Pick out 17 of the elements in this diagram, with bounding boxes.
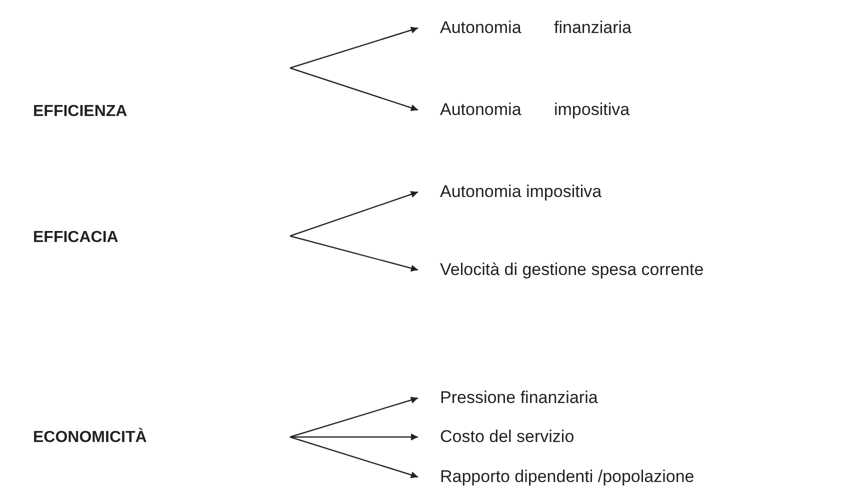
indicator-label: Autonomia impositiva — [440, 182, 602, 202]
indicator-label: Pressione finanziaria — [440, 388, 598, 408]
arrow — [290, 434, 418, 440]
indicator-label: Costo del servizio — [440, 427, 574, 447]
arrow — [290, 396, 418, 438]
arrow — [290, 26, 418, 69]
category-text: EFFICACIA — [33, 229, 118, 247]
arrow — [290, 67, 418, 112]
arrow — [290, 436, 418, 478]
indicator-label: Rapporto dipendenti /popolazione — [440, 467, 694, 487]
indicator-label: Autonomia finanziaria — [440, 18, 632, 38]
category-text: ECONOMICITÀ — [33, 429, 147, 447]
indicator-label: Autonomia impositiva — [440, 100, 630, 120]
indicator-label: Velocità di gestione spesa corrente — [440, 260, 704, 280]
category-text: EFFICIENZA — [33, 103, 128, 121]
arrow — [290, 190, 418, 237]
arrow — [290, 235, 418, 272]
